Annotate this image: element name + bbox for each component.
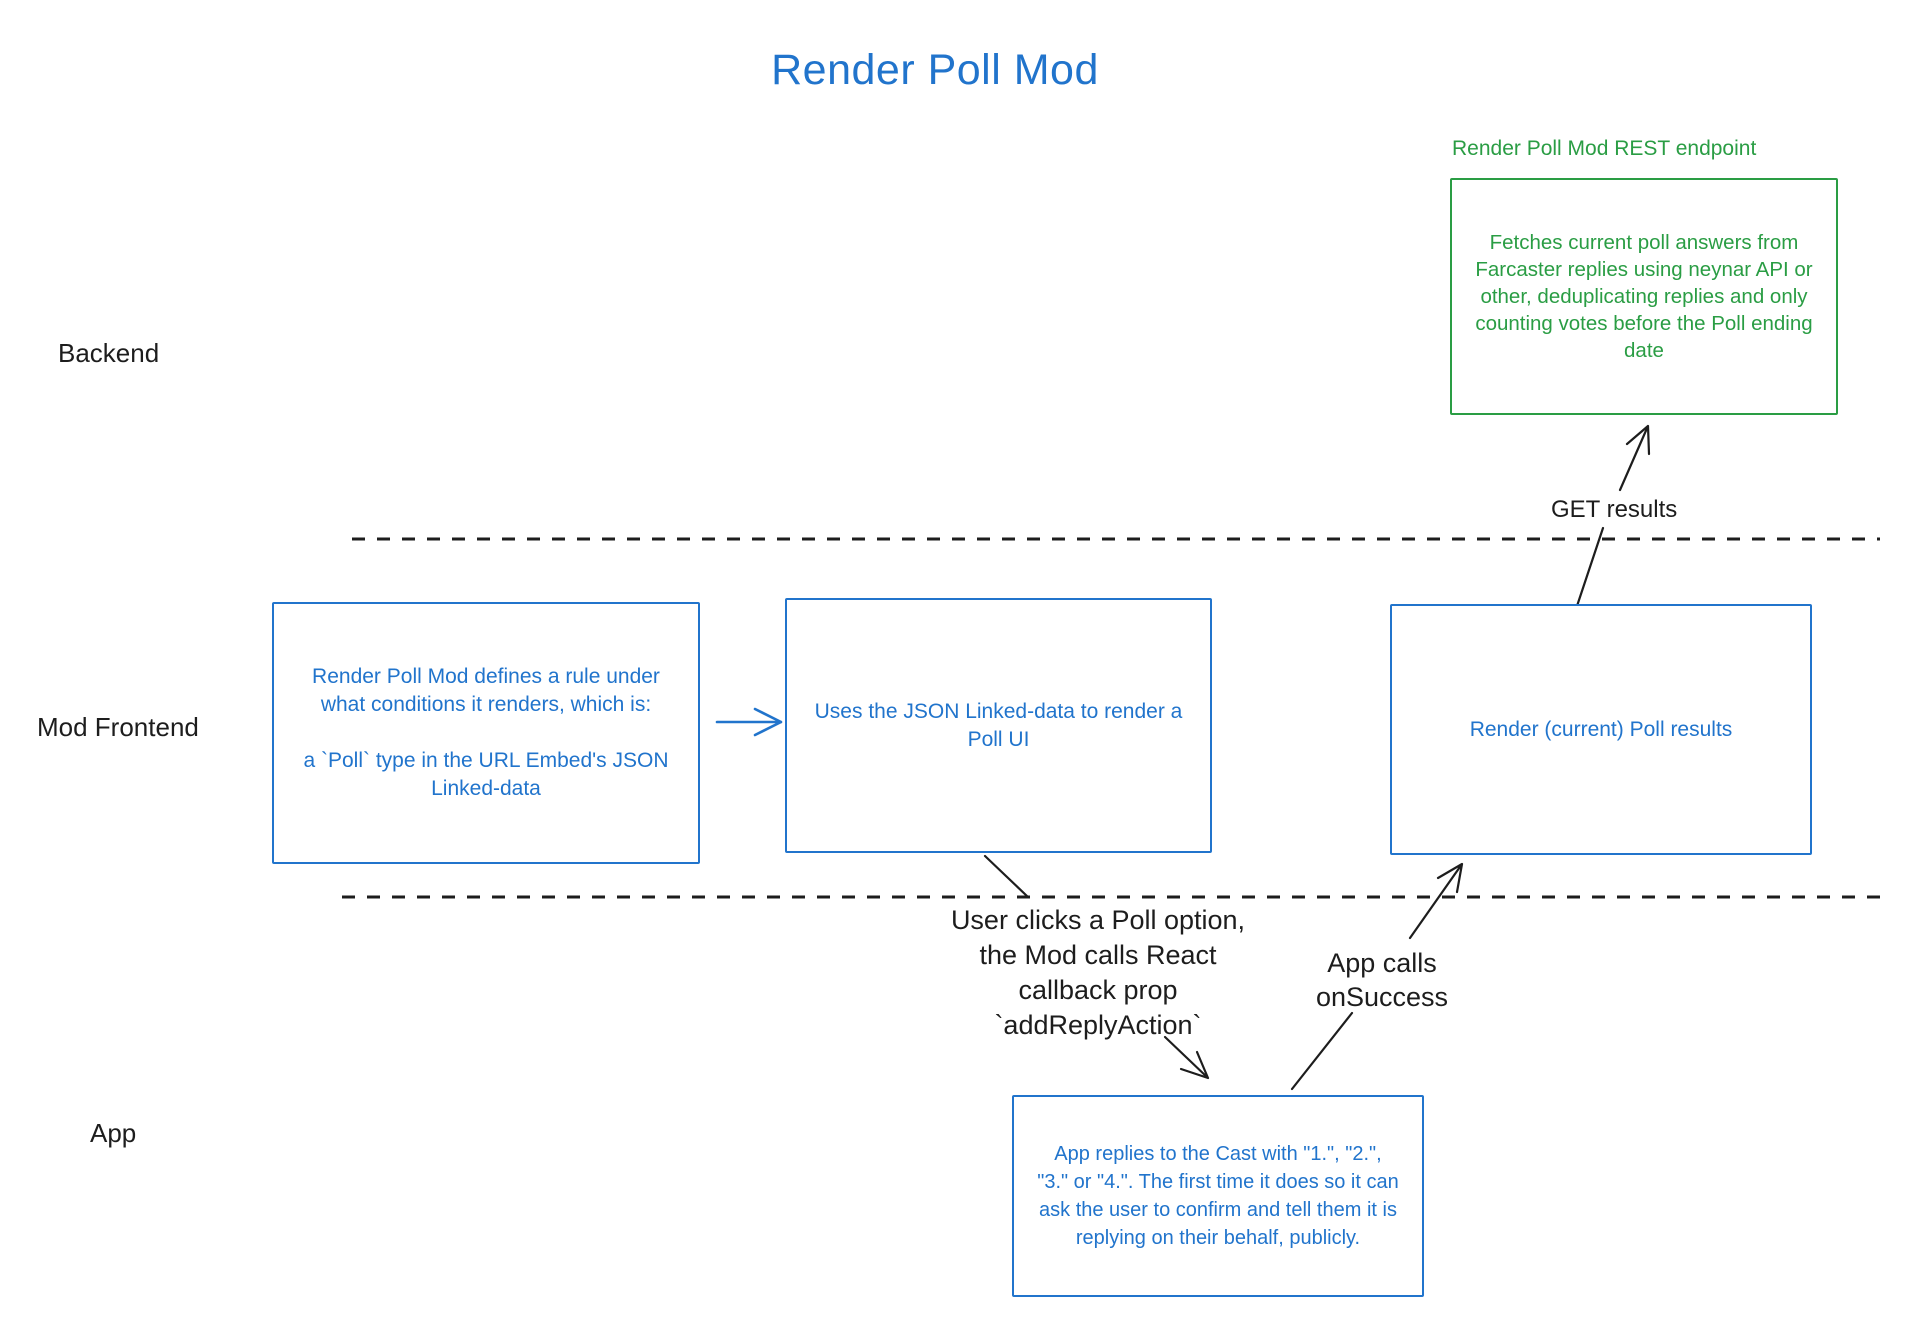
rule-box-text: Render Poll Mod defines a rule under wha…: [303, 665, 669, 800]
endpoint-box-heading: Render Poll Mod REST endpoint: [1452, 137, 1757, 160]
endpoint-box-text: Fetches current poll answers from Farcas…: [1475, 230, 1813, 363]
poll-results-box: Render (current) Poll results: [1390, 604, 1812, 855]
endpoint-box: Fetches current poll answers from Farcas…: [1450, 178, 1838, 415]
lane-label-backend: Backend: [58, 338, 160, 368]
app-reply-box: App replies to the Cast with "1.", "2.",…: [1012, 1095, 1424, 1297]
connector-poll-ui-to-note: [983, 854, 1030, 899]
poll-ui-box-text: Uses the JSON Linked-data to render a Po…: [814, 699, 1183, 751]
rule-box: Render Poll Mod defines a rule under wha…: [272, 602, 700, 864]
arrow-rule-to-poll-ui: [715, 707, 783, 737]
note-app-calls-onsuccess: App calls onSuccess: [1315, 948, 1449, 1012]
lane-label-app: App: [90, 1118, 137, 1148]
poll-ui-box: Uses the JSON Linked-data to render a Po…: [785, 598, 1212, 853]
lane-label-mod-frontend: Mod Frontend: [37, 712, 199, 742]
app-reply-box-text: App replies to the Cast with "1.", "2.",…: [1037, 1143, 1399, 1249]
note-user-clicks: User clicks a Poll option, the Mod calls…: [950, 905, 1246, 1040]
note-get-results: GET results: [1551, 496, 1678, 523]
arrow-note-to-app-reply: [1163, 1035, 1210, 1080]
diagram-title: Render Poll Mod: [771, 46, 1099, 94]
poll-results-box-text: Render (current) Poll results: [1469, 717, 1733, 741]
